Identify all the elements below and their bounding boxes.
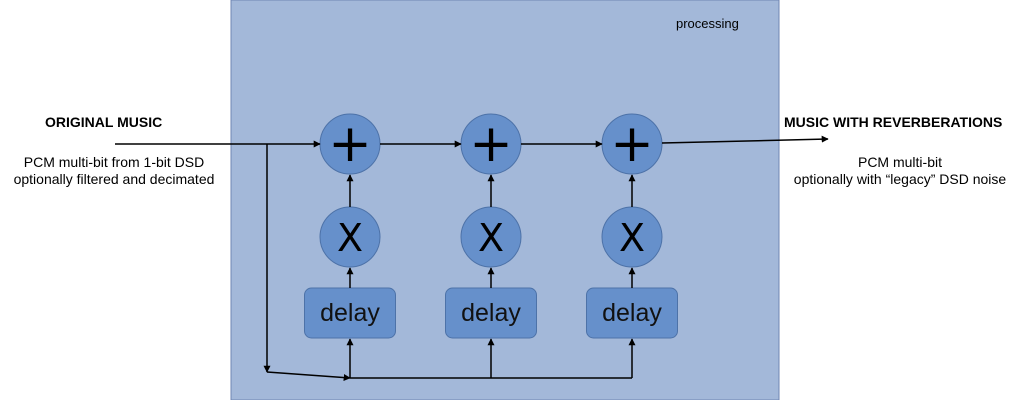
input-title: ORIGINAL MUSIC: [45, 114, 163, 130]
processing-region: [230, 0, 780, 400]
adder-symbol-2: +: [469, 114, 513, 174]
input-line-1: PCM multi-bit from 1-bit DSD: [23, 154, 205, 170]
output-title: MUSIC WITH REVERBERATIONS: [784, 114, 1003, 130]
delay-label-1: delay: [320, 299, 380, 327]
output-line-1: PCM multi-bit: [857, 154, 942, 170]
multiplier-symbol-2: X: [478, 216, 504, 260]
input-description: PCM multi-bit from 1-bit DSD optionally …: [0, 154, 228, 188]
output-description: PCM multi-bit optionally with “legacy” D…: [780, 154, 1020, 188]
delay-label-2: delay: [461, 299, 521, 327]
processing-label: processing: [676, 16, 739, 31]
delay-label-3: delay: [602, 299, 662, 327]
multiplier-symbol-3: X: [619, 216, 645, 260]
arrow-split-to-bus: [266, 371, 351, 382]
connections-layer: [115, 135, 829, 382]
adder-symbol-3: +: [610, 114, 654, 174]
multiplier-symbol-1: X: [337, 216, 363, 260]
input-line-2: optionally filtered and decimated: [13, 170, 215, 187]
adder-symbol-1: +: [328, 114, 372, 174]
output-line-2: optionally with “legacy” DSD noise: [793, 170, 1007, 187]
arrow-adder-3-to-output: [661, 135, 829, 144]
